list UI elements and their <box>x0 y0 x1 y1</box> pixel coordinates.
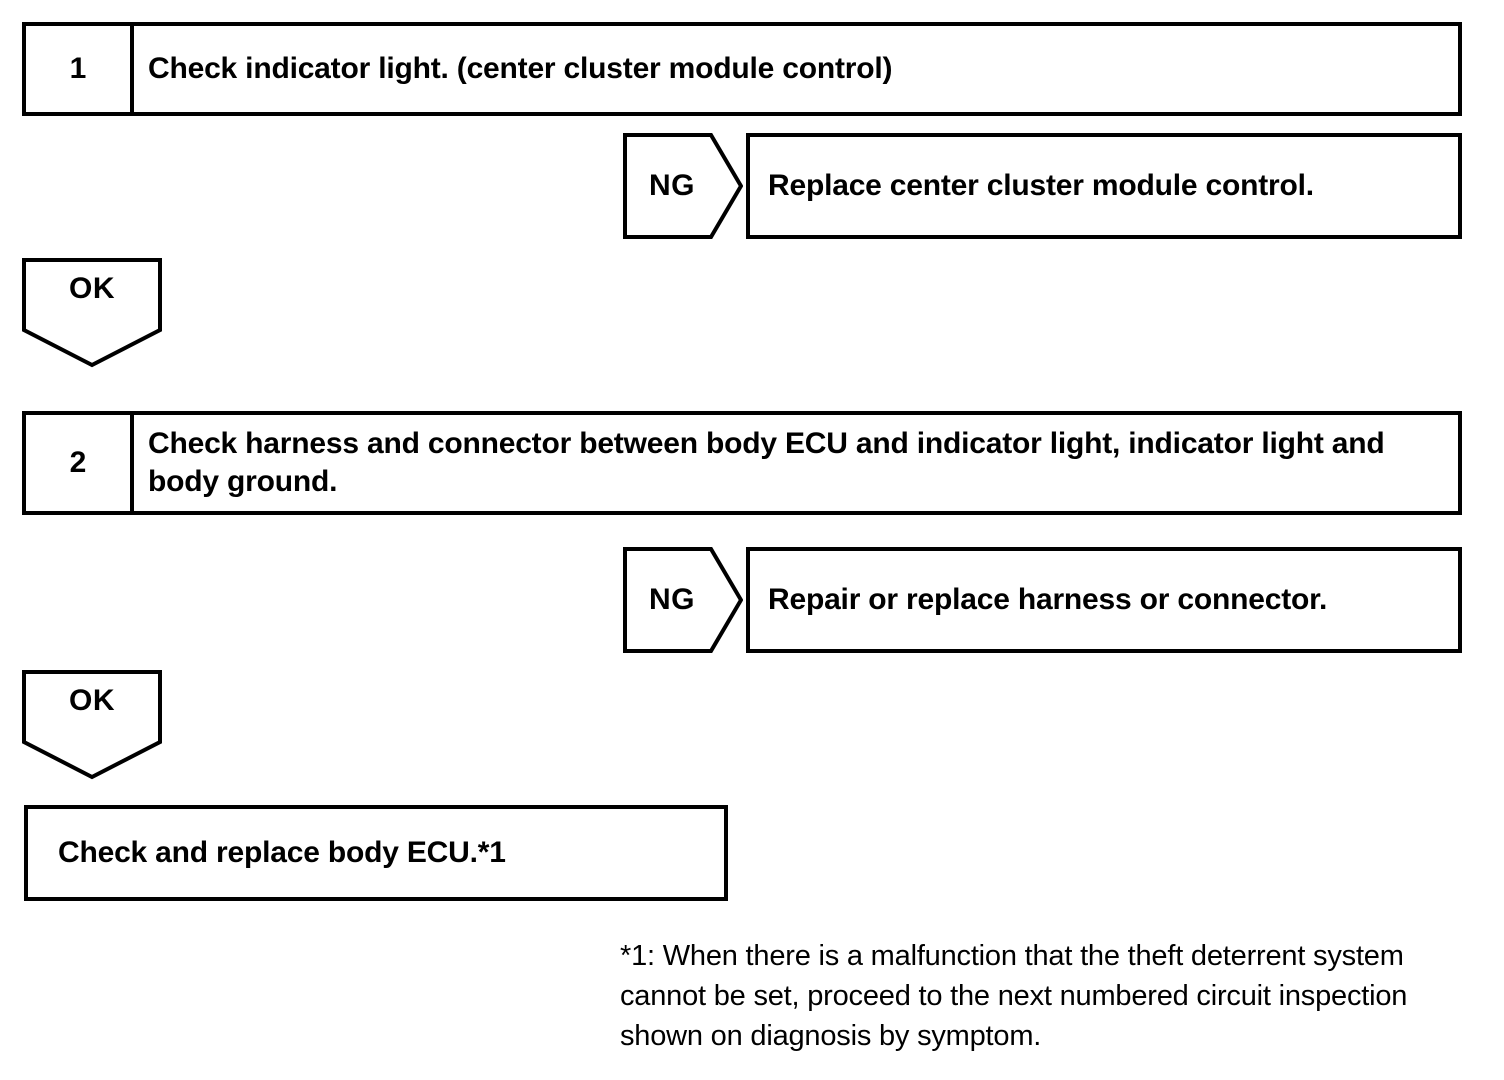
ng-connector-1: NG <box>623 133 743 239</box>
final-result-text: Check and replace body ECU.*1 <box>58 836 506 869</box>
step-number-2: 2 <box>26 415 134 511</box>
ng-label-1: NG <box>649 169 695 202</box>
ok-label-2: OK <box>69 684 115 717</box>
step-text-2: Check harness and connector between body… <box>148 426 1385 498</box>
footnote-text: *1: When there is a malfunction that the… <box>620 940 1408 1053</box>
step-box-2: 2 Check harness and connector between bo… <box>22 411 1462 515</box>
ng-action-text-2: Repair or replace harness or connector. <box>768 583 1328 616</box>
final-result-box: Check and replace body ECU.*1 <box>24 805 728 901</box>
ng-action-text-1: Replace center cluster module control. <box>768 169 1314 202</box>
ok-connector-1: OK <box>22 258 162 368</box>
ng-action-box-2: Repair or replace harness or connector. <box>746 547 1462 653</box>
ng-label-2: NG <box>649 583 695 616</box>
ng-pentagon-shape-1 <box>623 133 743 239</box>
ng-connector-2: NG <box>623 547 743 653</box>
step-number-1: 1 <box>26 26 134 112</box>
ok-pentagon-shape-2 <box>22 670 162 780</box>
ok-pentagon-shape-1 <box>22 258 162 368</box>
step-text-1: Check indicator light. (center cluster m… <box>148 51 893 85</box>
step-box-1: 1 Check indicator light. (center cluster… <box>22 22 1462 116</box>
ng-action-box-1: Replace center cluster module control. <box>746 133 1462 239</box>
ok-connector-2: OK <box>22 670 162 780</box>
ok-label-1: OK <box>69 272 115 305</box>
ng-pentagon-shape-2 <box>623 547 743 653</box>
